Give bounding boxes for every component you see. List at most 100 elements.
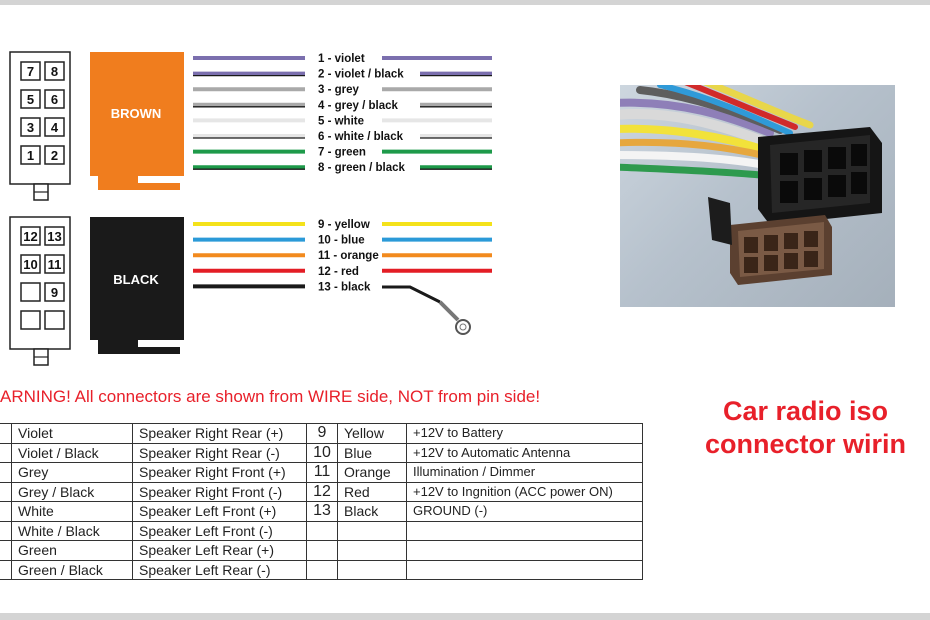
wire-color-cell: Violet	[11, 423, 133, 444]
pin-number: 5	[27, 92, 34, 107]
wire-label: 3 - grey	[318, 84, 360, 96]
pin-number: 1	[27, 148, 34, 163]
function2-cell: +12V to Battery	[406, 423, 643, 444]
pin-cell: 10	[306, 442, 338, 463]
function2-cell	[406, 559, 643, 580]
pin-number: 2	[51, 148, 58, 163]
pin-index-cell	[0, 559, 12, 580]
pin-cell	[44, 117, 65, 137]
warning-text: ARNING! All connectors are shown from WI…	[0, 387, 541, 406]
function2-cell	[406, 540, 643, 561]
pin-cell: 12	[306, 481, 338, 502]
pin-index-cell	[0, 501, 12, 522]
wire-label: 1 - violet	[318, 53, 365, 65]
caption-line-1: Car radio iso	[722, 396, 889, 426]
wire-label: 2 - violet / black	[318, 69, 404, 81]
function-cell: Speaker Left Rear (+)	[132, 540, 307, 561]
function-cell: Speaker Right Rear (-)	[132, 442, 307, 463]
pin-index-cell	[0, 423, 12, 444]
pin-index-cell	[0, 442, 12, 463]
pin-number: 10	[23, 257, 37, 272]
pin-cell	[20, 61, 41, 81]
color-cell: Orange	[337, 462, 407, 483]
pin-cell	[20, 89, 41, 109]
pin-cell	[306, 559, 338, 580]
function-cell: Speaker Right Front (-)	[132, 481, 307, 502]
pin-index-cell	[0, 481, 12, 502]
wire-label: 5 - white	[318, 115, 364, 127]
connector-photo	[620, 85, 895, 307]
wire-label: 11 - orange	[318, 250, 379, 262]
brown-connector-label: BROWN	[111, 106, 162, 121]
pin-number: 13	[47, 229, 61, 244]
function2-cell: +12V to Ingnition (ACC power ON)	[406, 481, 643, 502]
color-cell	[337, 559, 407, 580]
wire-label: 12 - red	[318, 266, 359, 278]
wire-label: 8 - green / black	[318, 162, 406, 174]
pin-cell	[20, 254, 41, 274]
function-cell: Speaker Left Front (+)	[132, 501, 307, 522]
pin-cell: 9	[306, 423, 338, 444]
pin-cell	[20, 145, 41, 165]
wire-color-cell: Green / Black	[11, 559, 133, 580]
wire-label: 10 - blue	[318, 235, 365, 247]
black-connector-body	[90, 217, 184, 354]
black-connector-label: BLACK	[113, 272, 159, 287]
color-cell: Black	[337, 501, 407, 522]
pin-number: 3	[27, 120, 34, 135]
wire-color-cell: Grey	[11, 462, 133, 483]
color-cell: Red	[337, 481, 407, 502]
wire-label: 9 - yellow	[318, 219, 370, 231]
pin-number: 7	[27, 64, 34, 79]
wire-color-cell: Violet / Black	[11, 442, 133, 463]
brown-wire-group: 1 - violet 2 - violet / black 3 - grey 4 - …	[193, 53, 492, 174]
pin-number: 6	[51, 92, 58, 107]
color-cell	[337, 540, 407, 561]
wire-color-cell: Grey / Black	[11, 481, 133, 502]
caption-title: Car radio iso connector wirin	[705, 395, 906, 461]
pin-cell: 11	[306, 462, 338, 483]
pin-index-cell	[0, 462, 12, 483]
pin-number: 11	[48, 257, 62, 272]
pin-cell	[44, 282, 65, 302]
function-cell: Speaker Left Front (-)	[132, 520, 307, 541]
pin-cell	[20, 310, 41, 330]
pin-cell	[306, 520, 338, 541]
pin-cell: 13	[306, 501, 338, 522]
wire-color-cell: White	[11, 501, 133, 522]
color-cell	[337, 520, 407, 541]
pin-number: 4	[51, 120, 59, 135]
wire-color-cell: White / Black	[11, 520, 133, 541]
function2-cell: +12V to Automatic Antenna	[406, 442, 643, 463]
pin-cell	[44, 145, 65, 165]
top-border	[0, 0, 930, 5]
pin-index-cell	[0, 520, 12, 541]
wire-color-cell: Green	[11, 540, 133, 561]
color-cell: Yellow	[337, 423, 407, 444]
color-cell: Blue	[337, 442, 407, 463]
wire-label: 7 - green	[318, 147, 366, 159]
bottom-border	[0, 613, 930, 620]
function2-cell: Illumination / Dimmer	[406, 462, 643, 483]
pin-cell	[44, 61, 65, 81]
pin-index-cell	[0, 540, 12, 561]
brown-pin-layout: 7 8 5 6 3 4 1 2	[9, 51, 71, 201]
wire-label: 4 - grey / black	[318, 100, 399, 112]
ground-ring-terminal	[382, 285, 471, 335]
pin-number: 8	[51, 64, 58, 79]
function2-cell: GROUND (-)	[406, 501, 643, 522]
function-cell: Speaker Left Rear (-)	[132, 559, 307, 580]
pin-cell	[44, 310, 65, 330]
connector-photo-drawing	[620, 85, 882, 285]
function-cell: Speaker Right Front (+)	[132, 462, 307, 483]
